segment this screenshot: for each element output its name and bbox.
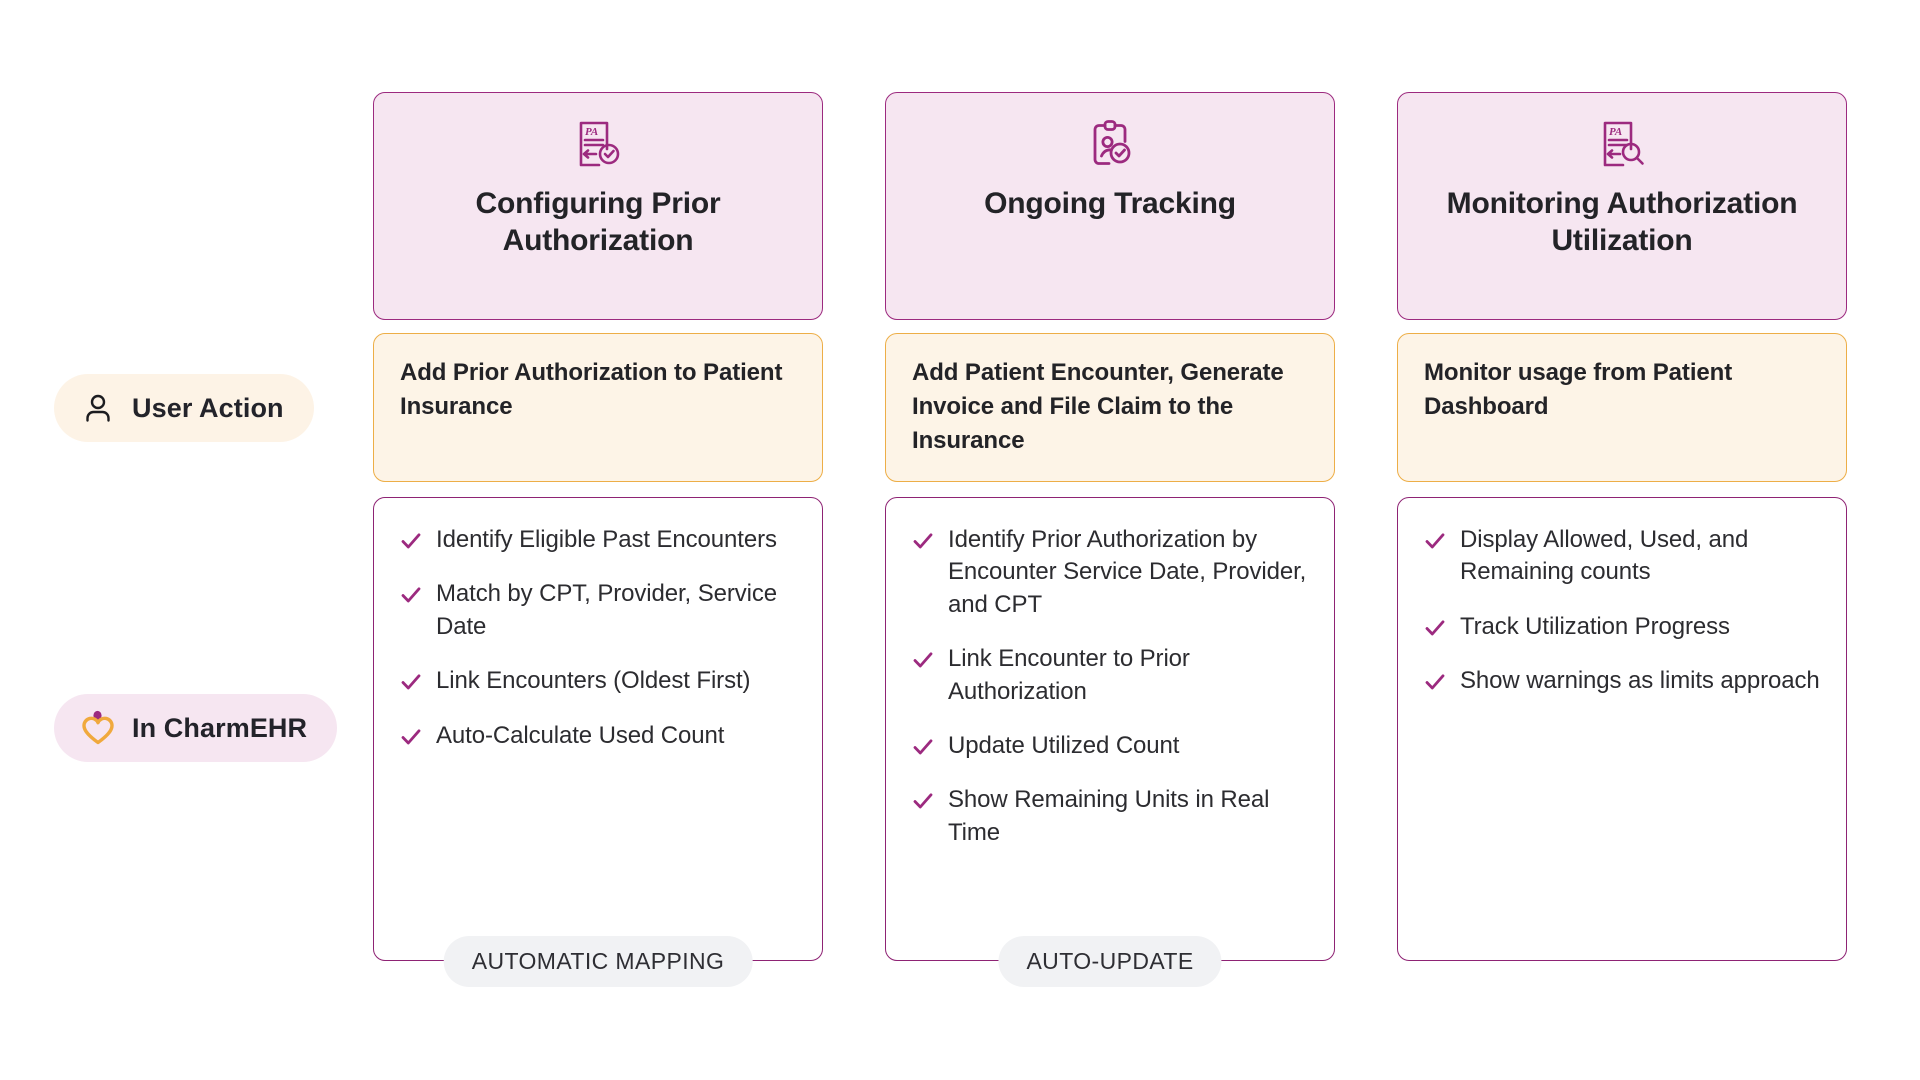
automation-badge: AUTOMATIC MAPPING	[443, 936, 753, 987]
list-item-label: Update Utilized Count	[948, 731, 1180, 759]
list-item: Match by CPT, Provider, Service Date	[400, 578, 798, 643]
automation-checklist-card: Identify Eligible Past Encounters Match …	[373, 497, 823, 961]
legend-in-charmehr: In CharmEHR	[54, 694, 338, 762]
user-action-card: Monitor usage from Patient Dashboard	[1397, 333, 1847, 482]
list-item: Link Encounter to Prior Authorization	[912, 643, 1310, 708]
column-title: Ongoing Tracking	[984, 187, 1236, 220]
legend-user-action: User Action	[54, 374, 314, 442]
list-item-label: Link Encounter to Prior Authorization	[948, 645, 1190, 705]
automation-checklist-card: Identify Prior Authorization by Encounte…	[885, 497, 1335, 961]
user-action-text: Add Prior Authorization to Patient Insur…	[400, 359, 783, 421]
check-icon	[1424, 671, 1446, 693]
clipboard-patient-check-icon	[1083, 117, 1137, 171]
list-item-label: Identify Prior Authorization by Encounte…	[948, 526, 1307, 618]
checklist: Display Allowed, Used, and Remaining cou…	[1424, 524, 1822, 698]
list-item-label: Link Encounters (Oldest First)	[436, 667, 751, 695]
list-item-label: Show warnings as limits approach	[1460, 667, 1820, 695]
workflow-column-configuring-prior-authorization: PA Configuring Prior Authorization Add P…	[373, 0, 823, 1080]
list-item-label: Auto-Calculate Used Count	[436, 721, 725, 749]
list-item: Track Utilization Progress	[1424, 611, 1822, 643]
pa-document-search-icon: PA	[1595, 117, 1649, 171]
column-header-card: PA Monitoring Authorization Utilization	[1397, 92, 1847, 320]
automation-badge: AUTO-UPDATE	[998, 936, 1222, 987]
check-icon	[912, 530, 934, 552]
column-header-card: PA Configuring Prior Authorization	[373, 92, 823, 320]
list-item-label: Identify Eligible Past Encounters	[436, 526, 777, 553]
list-item: Identify Eligible Past Encounters	[400, 524, 798, 556]
list-item: Link Encounters (Oldest First)	[400, 665, 798, 697]
check-icon	[912, 736, 934, 758]
check-icon	[400, 726, 422, 748]
list-item-label: Match by CPT, Provider, Service Date	[436, 580, 778, 640]
svg-text:PA: PA	[585, 126, 598, 138]
check-icon	[400, 671, 422, 693]
list-item-label: Show Remaining Units in Real Time	[948, 786, 1270, 846]
column-title: Monitoring Authorization Utilization	[1446, 187, 1798, 258]
legend-rail: User Action In CharmEHR	[0, 0, 373, 1080]
check-icon	[1424, 617, 1446, 639]
charm-heart-icon	[80, 710, 116, 746]
list-item: Display Allowed, Used, and Remaining cou…	[1424, 524, 1822, 589]
check-icon	[1424, 530, 1446, 552]
automation-checklist-card: Display Allowed, Used, and Remaining cou…	[1397, 497, 1847, 961]
check-icon	[912, 649, 934, 671]
list-item: Show warnings as limits approach	[1424, 665, 1822, 697]
workflow-columns: PA Configuring Prior Authorization Add P…	[373, 0, 1853, 1080]
check-icon	[400, 584, 422, 606]
list-item: Identify Prior Authorization by Encounte…	[912, 524, 1310, 621]
list-item-label: Display Allowed, Used, and Remaining cou…	[1460, 526, 1749, 586]
checklist: Identify Eligible Past Encounters Match …	[400, 524, 798, 752]
user-icon	[80, 390, 116, 426]
user-action-text: Add Patient Encounter, Generate Invoice …	[912, 359, 1284, 455]
svg-text:PA: PA	[1609, 126, 1622, 138]
user-action-text: Monitor usage from Patient Dashboard	[1424, 359, 1733, 421]
user-action-card: Add Patient Encounter, Generate Invoice …	[885, 333, 1335, 482]
list-item: Auto-Calculate Used Count	[400, 720, 798, 752]
check-icon	[912, 790, 934, 812]
list-item: Show Remaining Units in Real Time	[912, 784, 1310, 849]
pa-document-check-icon: PA	[571, 117, 625, 171]
user-action-card: Add Prior Authorization to Patient Insur…	[373, 333, 823, 482]
check-icon	[400, 530, 422, 552]
workflow-column-ongoing-tracking: Ongoing Tracking Add Patient Encounter, …	[885, 0, 1335, 1080]
column-header-card: Ongoing Tracking	[885, 92, 1335, 320]
legend-user-action-label: User Action	[132, 392, 284, 423]
column-title: Configuring Prior Authorization	[475, 187, 721, 258]
checklist: Identify Prior Authorization by Encounte…	[912, 524, 1310, 849]
workflow-column-monitoring-authorization-utilization: PA Monitoring Authorization Utilization …	[1397, 0, 1847, 1080]
list-item: Update Utilized Count	[912, 730, 1310, 762]
legend-in-charmehr-label: In CharmEHR	[132, 712, 308, 743]
list-item-label: Track Utilization Progress	[1460, 612, 1730, 640]
